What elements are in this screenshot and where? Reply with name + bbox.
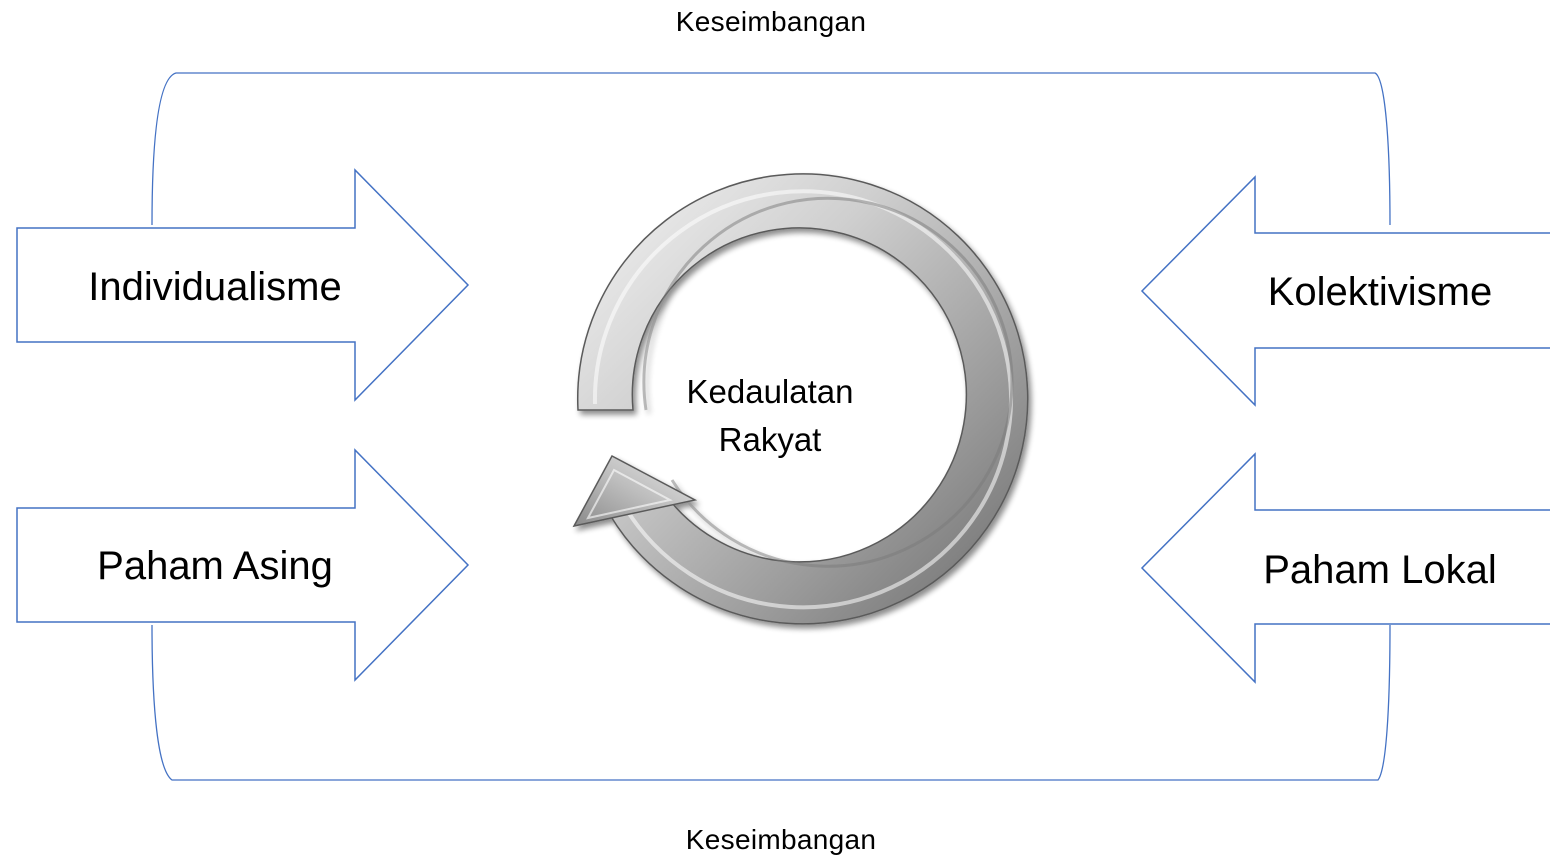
- arrow-paham-asing: [16, 448, 470, 682]
- balance-frame-top: [151, 72, 1391, 226]
- arrow-paham-lokal: [1140, 452, 1550, 684]
- arrow-label-paham-asing: Paham Asing: [97, 544, 333, 588]
- arrow-kolektivisme: [1140, 175, 1550, 407]
- balance-label-bottom: Keseimbangan: [685, 824, 877, 855]
- balance-frame-bottom: [151, 624, 1391, 781]
- cycle-arrow-icon: [572, 173, 1029, 625]
- center-label: Kedaulatan Rakyat: [640, 368, 900, 464]
- arrow-label-individualisme: Individualisme: [88, 265, 342, 309]
- arrow-label-kolektivisme: Kolektivisme: [1267, 270, 1493, 314]
- arrow-label-paham-lokal: Paham Lokal: [1263, 548, 1497, 592]
- center-label-line2: Rakyat: [718, 421, 822, 458]
- center-label-line1: Kedaulatan: [686, 373, 854, 410]
- arrow-individualisme: [16, 168, 470, 402]
- balance-label-top: Keseimbangan: [675, 6, 867, 37]
